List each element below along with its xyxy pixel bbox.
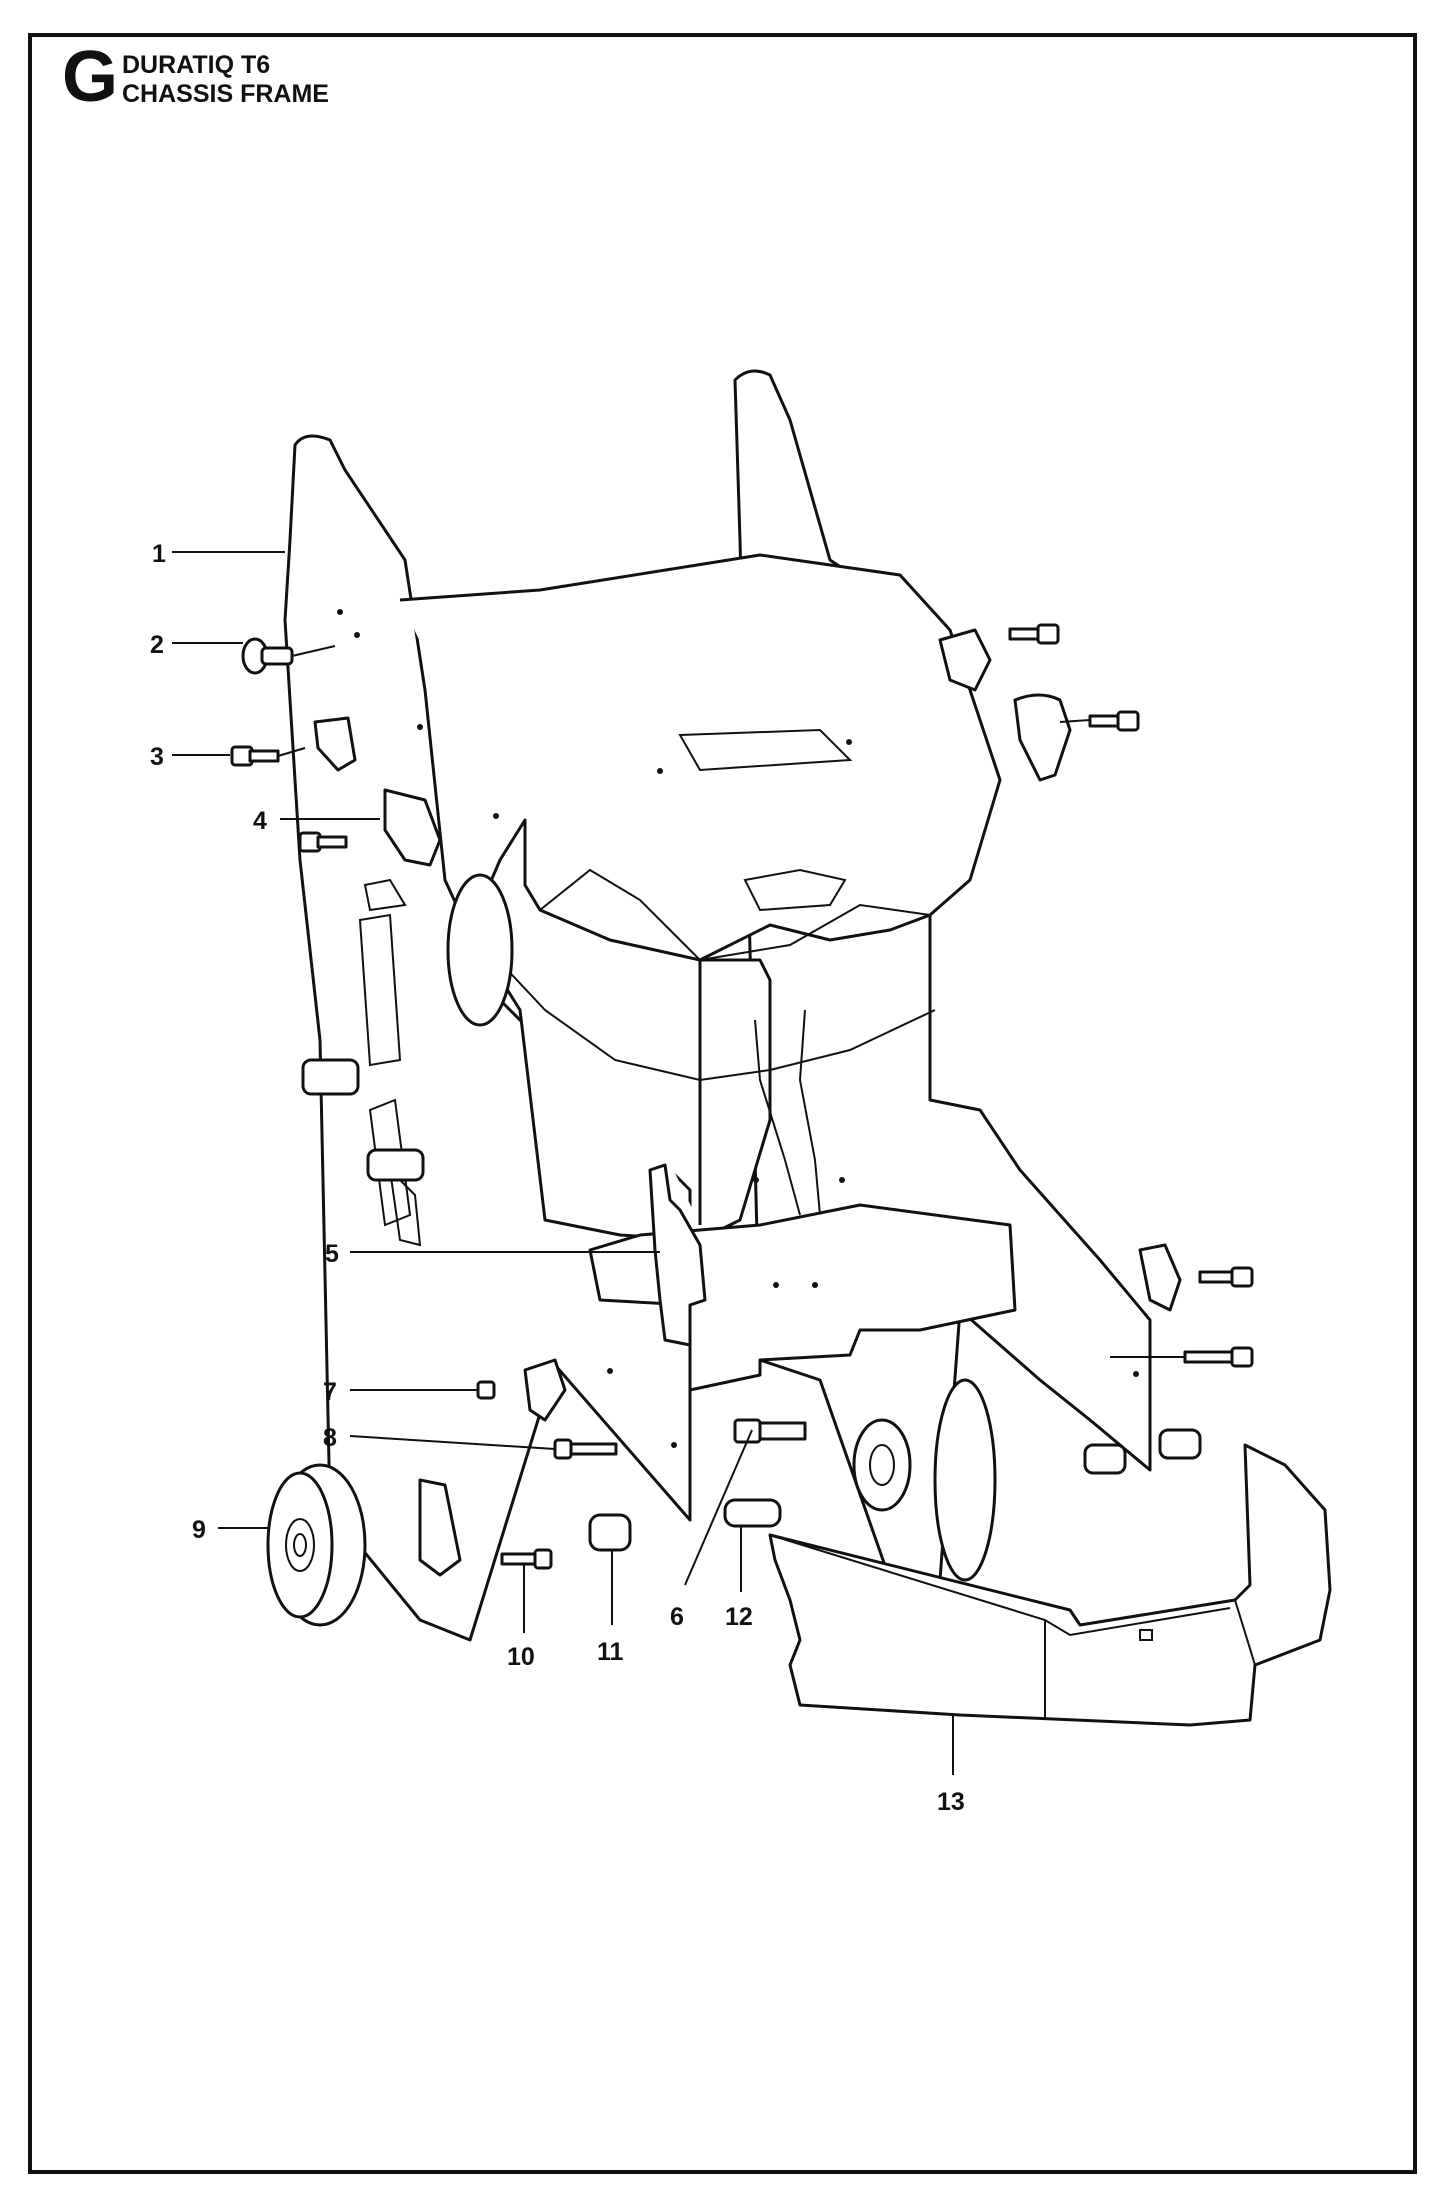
callout-6: 6 [670, 1429, 753, 1631]
svg-text:7: 7 [323, 1378, 337, 1406]
part-11-spacer [588, 1513, 632, 1552]
right-lower-bolts [1110, 1243, 1254, 1368]
callout-4: 4 [253, 807, 380, 835]
page-title: CHASSIS FRAME [122, 80, 329, 108]
svg-text:9: 9 [192, 1516, 206, 1544]
part-5-bracket [648, 1163, 707, 1347]
callout-10: 10 [507, 1565, 535, 1671]
fastener-holes [337, 609, 1139, 1448]
svg-text:3: 3 [150, 743, 164, 771]
svg-text:13: 13 [937, 1788, 965, 1816]
part-9-mount-bracket [418, 1478, 462, 1577]
callout-11: 11 [597, 1550, 624, 1666]
part-8-bolt [553, 1438, 618, 1460]
svg-text:8: 8 [323, 1424, 337, 1452]
right-stub-shaft-1 [1083, 1443, 1127, 1475]
svg-text:5: 5 [325, 1240, 339, 1268]
callout-12: 12 [725, 1526, 753, 1631]
callout-13: 13 [937, 1716, 965, 1816]
svg-text:6: 6 [670, 1603, 684, 1631]
part-3-clamp-block [313, 716, 357, 772]
callout-5: 5 [325, 1240, 660, 1268]
callout-3: 3 [150, 743, 230, 771]
svg-text:10: 10 [507, 1643, 535, 1671]
roller-wheel [933, 1378, 997, 1582]
part-6-pin [733, 1418, 807, 1444]
left-stub-shaft-lower [366, 1148, 425, 1182]
callout-8: 8 [323, 1424, 556, 1452]
part-13-bumper-guard [768, 1443, 1332, 1727]
left-stub-shaft-upper [301, 1058, 360, 1096]
callout-2: 2 [150, 631, 243, 659]
part-4-clamp-block [383, 788, 442, 867]
part-4-bolt [298, 831, 348, 853]
section-letter: G [62, 37, 119, 117]
svg-text:11: 11 [597, 1638, 624, 1666]
svg-text:12: 12 [725, 1603, 753, 1631]
part-2-knob [241, 637, 336, 675]
upper-housing [399, 553, 1002, 1242]
part-1-left-side-plate [283, 434, 692, 1642]
part-3-bolt [230, 745, 306, 767]
left-plate-round-opening [446, 873, 514, 1027]
part-12-pin [723, 1498, 782, 1528]
callout-9: 9 [192, 1516, 270, 1544]
svg-text:2: 2 [150, 631, 164, 659]
svg-text:4: 4 [253, 807, 267, 835]
part-7-bolt [476, 1358, 567, 1422]
svg-text:1: 1 [152, 540, 166, 568]
part-10-bolt [500, 1548, 553, 1570]
callout-7: 7 [323, 1378, 478, 1406]
title-block: DURATIQ T6 CHASSIS FRAME [122, 51, 329, 109]
right-stub-shaft-2 [1158, 1428, 1202, 1460]
right-upper-bolts [938, 623, 1140, 782]
model-name: DURATIQ T6 [122, 51, 271, 79]
callout-1: 1 [152, 540, 285, 568]
part-1-right-side-plate [733, 369, 1152, 1582]
